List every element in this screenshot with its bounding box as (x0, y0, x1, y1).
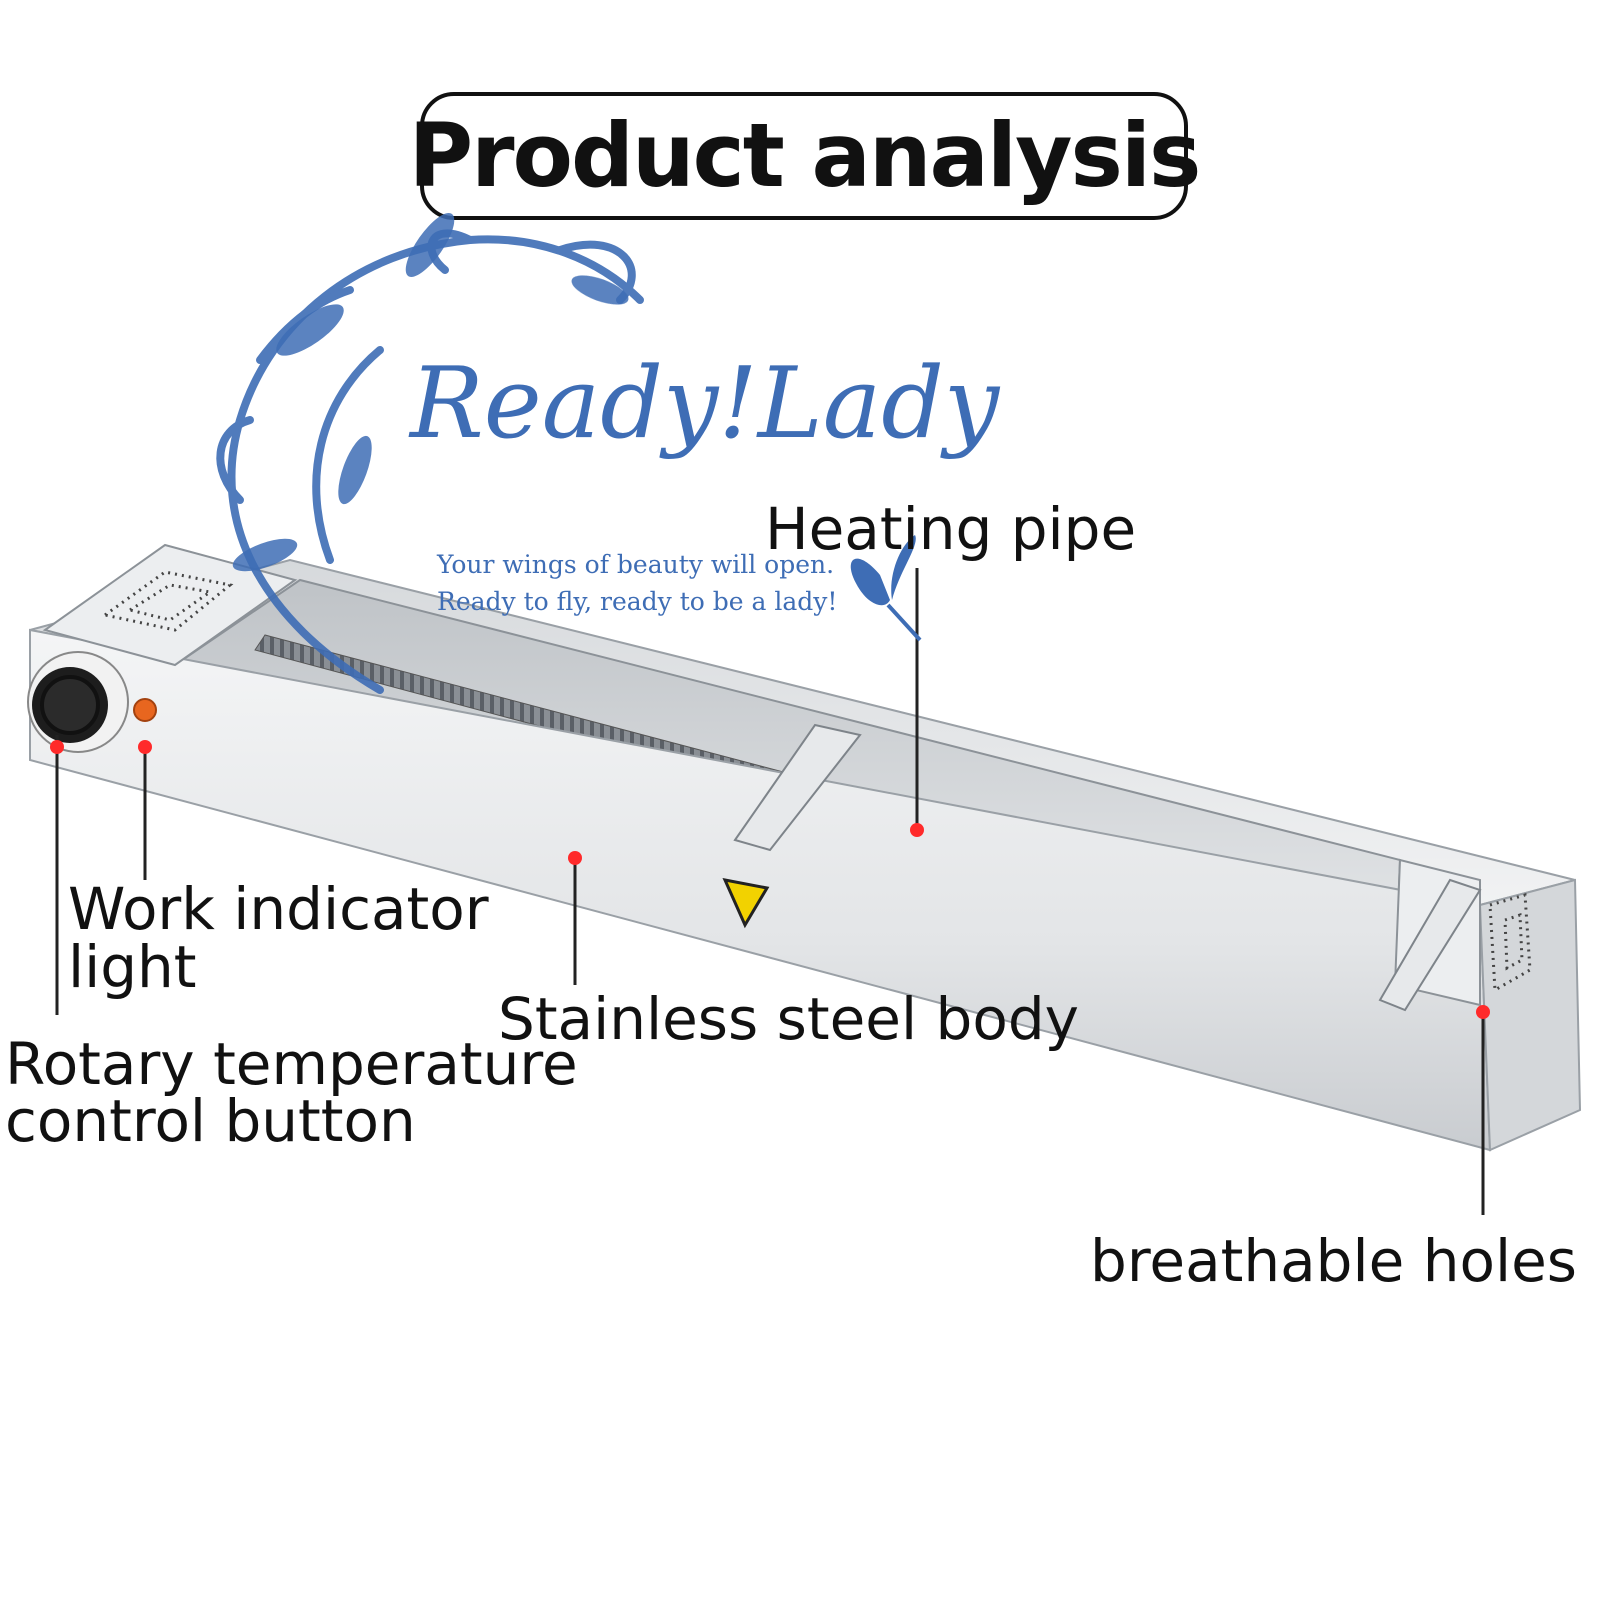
label-heating-pipe: Heating pipe (765, 495, 1137, 563)
brand-tagline-line-2: Ready to fly, ready to be a lady! (437, 587, 838, 616)
pointer-lines (55, 568, 1485, 1215)
left-vent-holes (101, 570, 234, 632)
butterfly-icon (850, 535, 922, 642)
end-face (1478, 878, 1582, 1152)
label-breathable-holes: breathable holes (1090, 1227, 1577, 1295)
label-rotary-control-line-2: control button (5, 1087, 416, 1155)
pointer-dots (50, 740, 1490, 1019)
floral-watermark (216, 229, 644, 694)
warning-icon (722, 877, 770, 929)
right-bracket (1378, 878, 1482, 1012)
page-title: Product analysis (408, 104, 1202, 207)
leaf-shapes (232, 212, 629, 572)
middle-bracket (733, 723, 862, 852)
brand-wordmark: Ready!Lady (410, 347, 1000, 461)
indicator-light-icon (133, 698, 157, 722)
label-rotary-control-line-1: Rotary temperature (5, 1030, 578, 1098)
label-work-indicator-line-2: light (68, 933, 197, 1001)
temperature-knob-icon[interactable] (27, 651, 129, 753)
brand-tagline-line-1: Your wings of beauty will open. (437, 550, 835, 579)
title-banner: Product analysis (409, 92, 1201, 220)
label-stainless-steel-body: Stainless steel body (498, 985, 1079, 1053)
label-work-indicator-line-1: Work indicator (68, 875, 489, 943)
left-end-plate (42, 543, 298, 667)
